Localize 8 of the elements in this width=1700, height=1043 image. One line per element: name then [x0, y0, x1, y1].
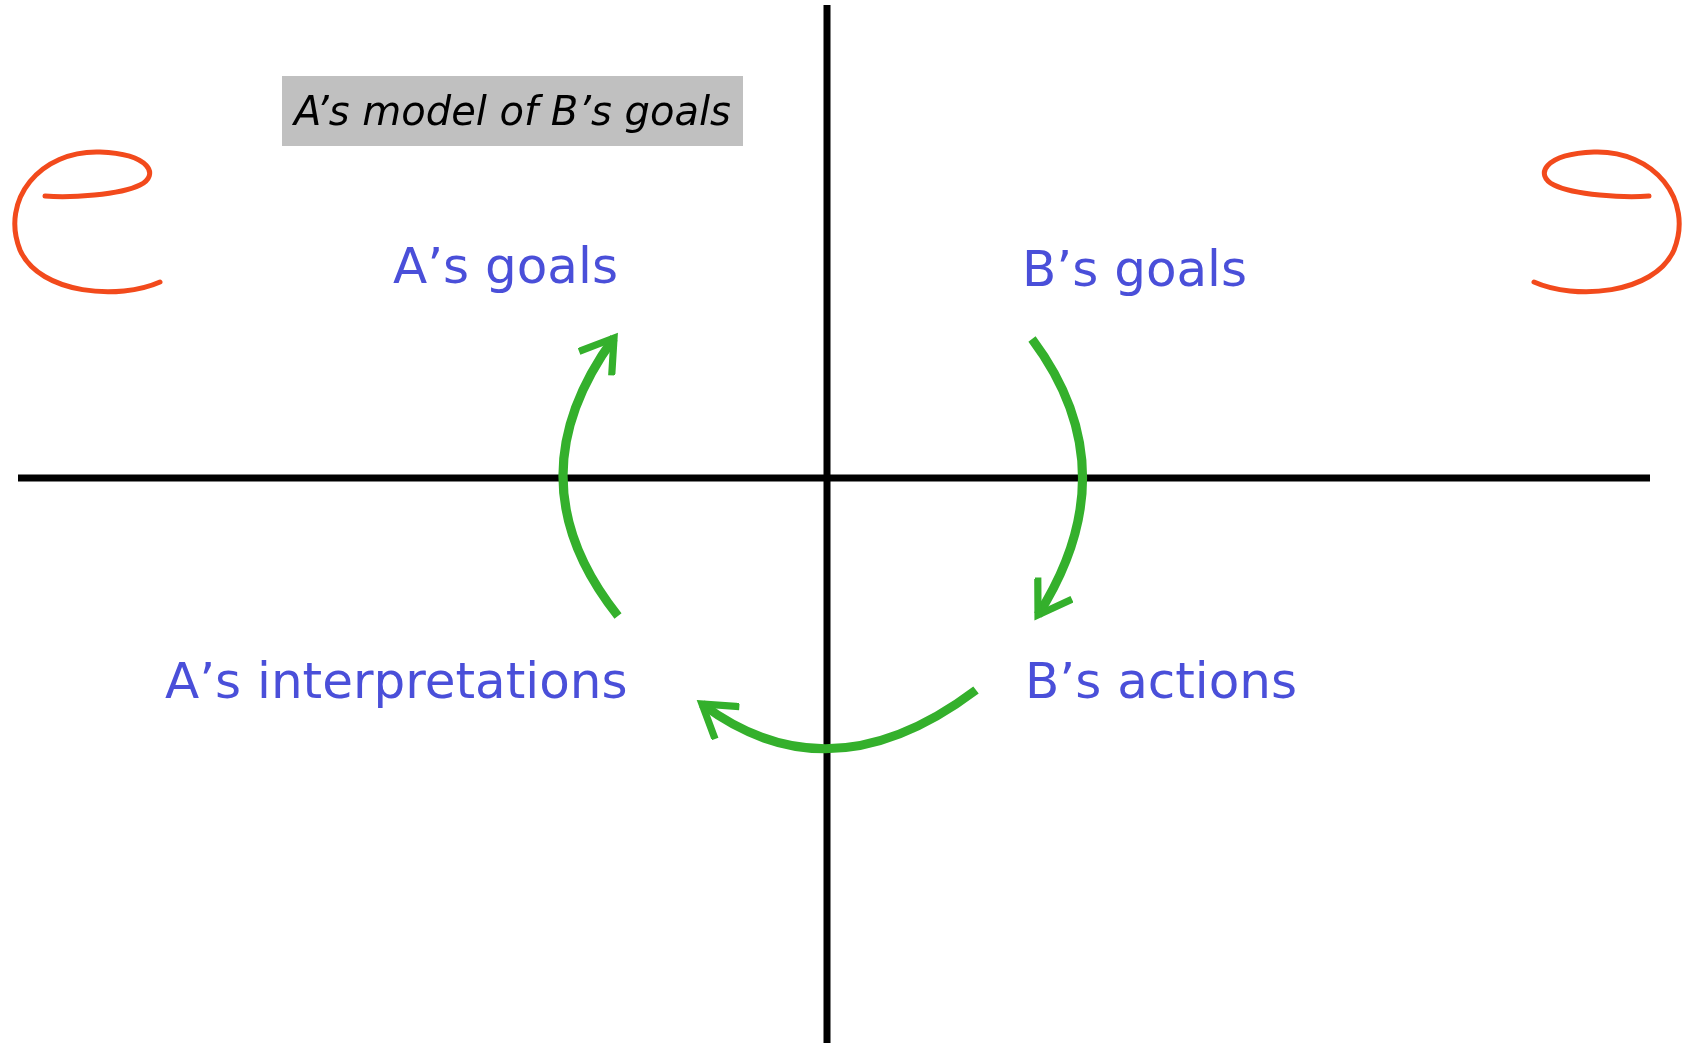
- quadrant-label: B’s goals: [1022, 239, 1248, 299]
- quadrant-label: A’s goals: [393, 236, 618, 296]
- curved-arrow: [1028, 336, 1087, 619]
- quadrant-label: B’s actions: [1025, 651, 1298, 711]
- curved-arrow: [558, 334, 622, 619]
- curved-arrow: [698, 686, 979, 753]
- quadrant-label: A’s interpretations: [165, 651, 628, 711]
- title-label: A’s model of B’s goals: [282, 76, 743, 146]
